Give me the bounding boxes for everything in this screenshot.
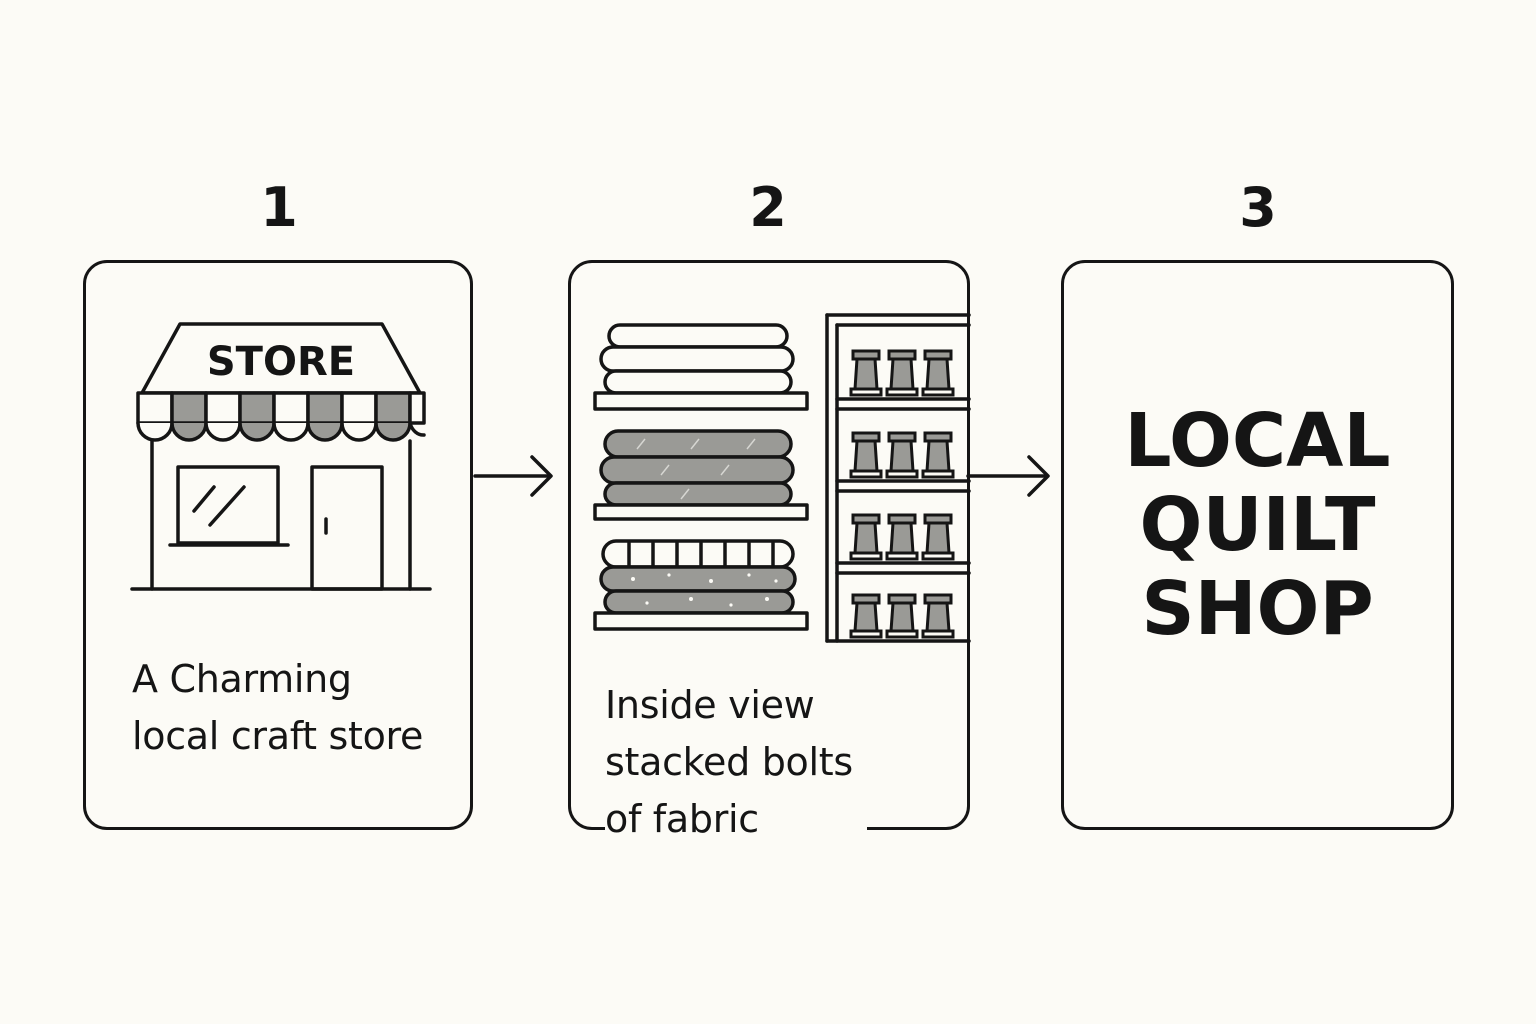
thread-spool-shelf-icon	[825, 313, 971, 643]
step-number-1: 1	[260, 176, 298, 239]
step-2-caption-line-2: stacked bolts	[605, 740, 853, 784]
step-number-2: 2	[749, 176, 787, 239]
step-1-panel: STORE A Charming local craft store	[83, 260, 473, 830]
arrow-right-icon	[473, 455, 553, 497]
headline-line-1: LOCAL	[1124, 398, 1391, 484]
step-2-caption: Inside view stacked bolts of fabric	[605, 677, 867, 848]
storefront-icon: STORE	[130, 322, 432, 591]
step-number-3: 3	[1239, 176, 1277, 239]
step-2-panel: Inside view stacked bolts of fabric	[568, 260, 971, 848]
store-sign-text: STORE	[207, 339, 355, 385]
step-1-caption-line-2: local craft store	[132, 714, 424, 758]
step-2-caption-line-1: Inside view	[605, 683, 815, 727]
headline-line-2: QUILT	[1139, 482, 1376, 568]
fabric-bolts-icon	[593, 323, 809, 631]
step-3-panel: LOCAL QUILT SHOP	[1061, 260, 1454, 830]
step-1-caption: A Charming local craft store	[132, 651, 423, 765]
step-1-caption-line-1: A Charming	[132, 657, 352, 701]
step-2-caption-line-3: of fabric	[605, 797, 759, 841]
arrow-right-icon	[966, 455, 1050, 497]
headline-line-3: SHOP	[1141, 566, 1374, 652]
step-3-headline: LOCAL QUILT SHOP	[1064, 399, 1451, 651]
